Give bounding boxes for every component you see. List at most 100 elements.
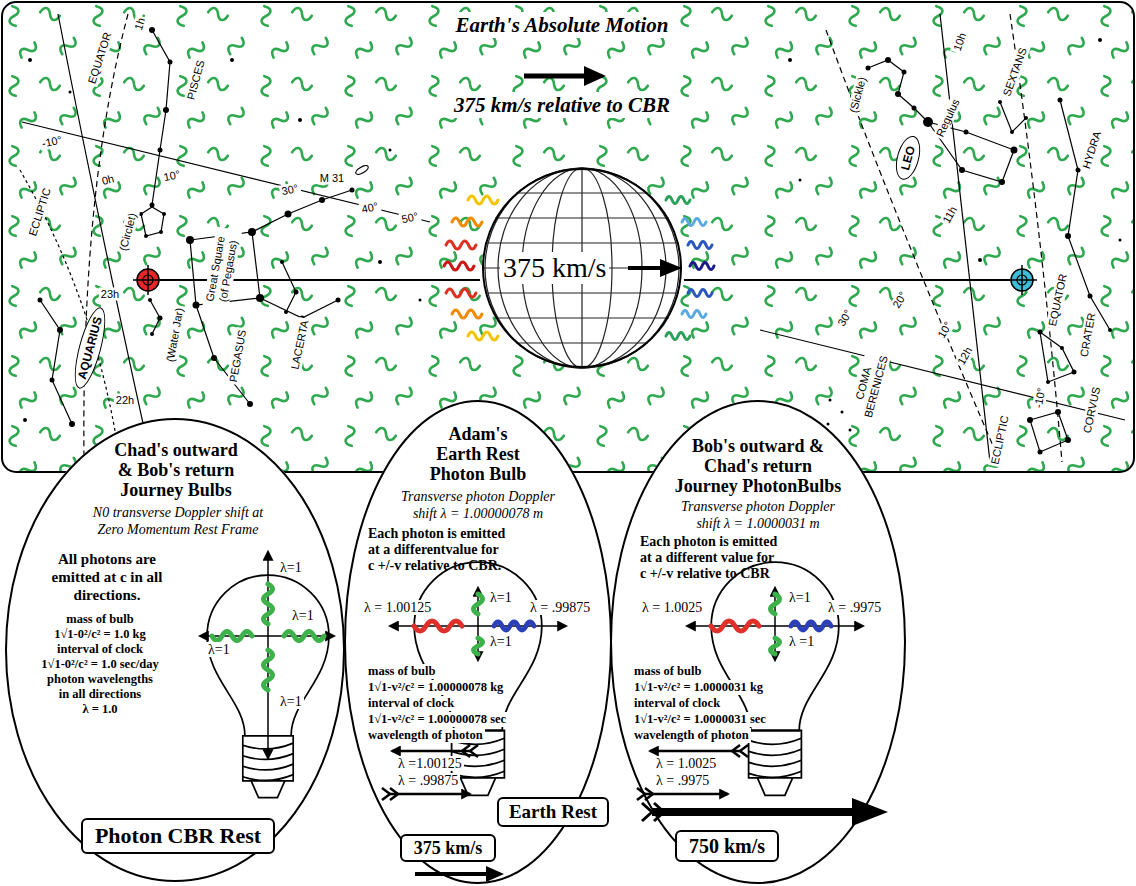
bulb-ellipse: Bob's outward & Chad's return Journey Ph…: [610, 400, 906, 884]
star-dots: [378, 260, 382, 264]
star-dots: [389, 149, 392, 152]
frame-box: Earth Rest: [497, 797, 609, 827]
motion-arrow: [660, 259, 682, 277]
emitted-waves: [452, 310, 482, 318]
star-dots: [1058, 98, 1063, 103]
motion-arrow: [524, 74, 588, 79]
star-dots: [280, 260, 284, 264]
constellation-oval: LEO: [892, 134, 925, 183]
star-chart: [826, 30, 1000, 462]
direction-arrow: [645, 793, 728, 796]
star-dots: [284, 310, 288, 314]
wavelength-label: λ = .9975: [654, 773, 711, 788]
star-dots: [50, 378, 55, 383]
star-dots: [895, 91, 901, 97]
direction-arrow: [650, 750, 740, 753]
star-dots: [159, 230, 163, 234]
direction-arrow: [390, 793, 470, 796]
star-dots: [248, 228, 256, 236]
star-chart-label: M 31: [318, 172, 346, 185]
globe-ground: [482, 168, 682, 368]
photon-wave: [711, 621, 759, 631]
star-dots: [149, 27, 155, 33]
star-dots: [1055, 409, 1061, 415]
star-chart: [20, 170, 120, 460]
ellipse-heading: Bob's outward & Chad's return Journey Ph…: [673, 436, 843, 496]
star-dots: [1060, 346, 1064, 350]
emitted-waves: [468, 196, 498, 204]
star-chart: [22, 122, 430, 222]
wavelength-label: λ=1: [278, 560, 304, 575]
photon-axis: [200, 552, 863, 758]
direction-arrow: [392, 750, 470, 753]
star-dots: [1011, 147, 1018, 154]
bulb-property: wavelength of photon: [632, 728, 751, 743]
globe-grid: [482, 168, 682, 368]
star-chart: [196, 305, 250, 404]
frame-box: Photon CBR Rest: [81, 818, 275, 854]
velocity-arrow: [852, 798, 888, 826]
star-chart: [760, 330, 1125, 420]
panel-ground: [2, 2, 1134, 472]
star-chart-label: 23h: [99, 288, 121, 301]
ellipse-ground: [610, 400, 906, 884]
direction-arrow: [382, 745, 748, 800]
bulb-ellipse: Chad's outward & Bob's return Journey Bu…: [5, 418, 345, 882]
emitted-waves: [688, 290, 712, 297]
star-dots: [168, 60, 173, 65]
star-dots: [902, 70, 907, 75]
star-dots: [1038, 330, 1043, 335]
star-dots: [350, 188, 355, 193]
star-dots: [336, 298, 341, 303]
panel-border: [2, 2, 1134, 472]
star-dots: [1098, 38, 1102, 42]
star-chart: [141, 207, 164, 236]
velocity-arrow: [415, 872, 490, 876]
star-dots: [150, 332, 154, 336]
target-crosshair: [1007, 265, 1037, 295]
star-dots: [69, 421, 75, 427]
ellipse-ground: [344, 400, 612, 884]
star-dots: [799, 179, 802, 182]
constellation-oval: AQUARIUS: [69, 305, 112, 392]
photon-axis: [267, 636, 269, 758]
photon-wave: [284, 632, 324, 641]
wavelength-label: λ=1: [488, 634, 514, 649]
bulb-property: mass of bulb: [64, 612, 135, 627]
box-label: LEO: [898, 144, 918, 171]
star-chart: [1030, 412, 1068, 452]
ellipse-ground: [5, 400, 906, 884]
photon-wave: [494, 622, 534, 630]
wavelength-label: λ = .99875: [396, 773, 460, 788]
bulb-property: mass of bulb: [632, 664, 703, 679]
star-dots: [923, 117, 933, 127]
star-chart: [868, 60, 928, 122]
star-dots: [158, 148, 163, 153]
star-chart: [252, 190, 352, 232]
bulb-property: 1√1-v²/c² = 1.00000078 sec: [366, 712, 508, 727]
earth-globe: 375 km/s: [482, 168, 682, 368]
star-dots: [285, 211, 292, 218]
star-dots: [256, 294, 264, 302]
star-dots: [23, 418, 27, 422]
illustration: [711, 562, 839, 795]
bulb-property: λ = 1.0: [80, 702, 119, 717]
doppler-note: Transverse photon Doppler shift λ = 1.00…: [676, 498, 841, 532]
star-dots: [1065, 437, 1071, 443]
wavelength-label: λ=1: [278, 694, 304, 709]
star-chart: [40, 300, 72, 424]
star-dots: [1108, 328, 1112, 332]
star-dots: [849, 429, 852, 432]
star-dots: [69, 91, 72, 94]
star-chart-label: 22h: [114, 394, 136, 407]
star-dots: [1010, 130, 1014, 134]
emitted-waves: [690, 263, 714, 270]
star-dots: [829, 399, 832, 402]
emission-note: Each photon is emitted at a different va…: [640, 534, 780, 582]
emitted-waves: [688, 242, 712, 249]
bulb-ellipse: Adam's Earth Rest Photon BulbTransverse …: [344, 400, 612, 884]
photon-wave: [791, 622, 831, 630]
box-label: Earth Rest: [509, 801, 597, 823]
star-dots: [319, 197, 325, 203]
ellipse-ground: [5, 418, 345, 882]
